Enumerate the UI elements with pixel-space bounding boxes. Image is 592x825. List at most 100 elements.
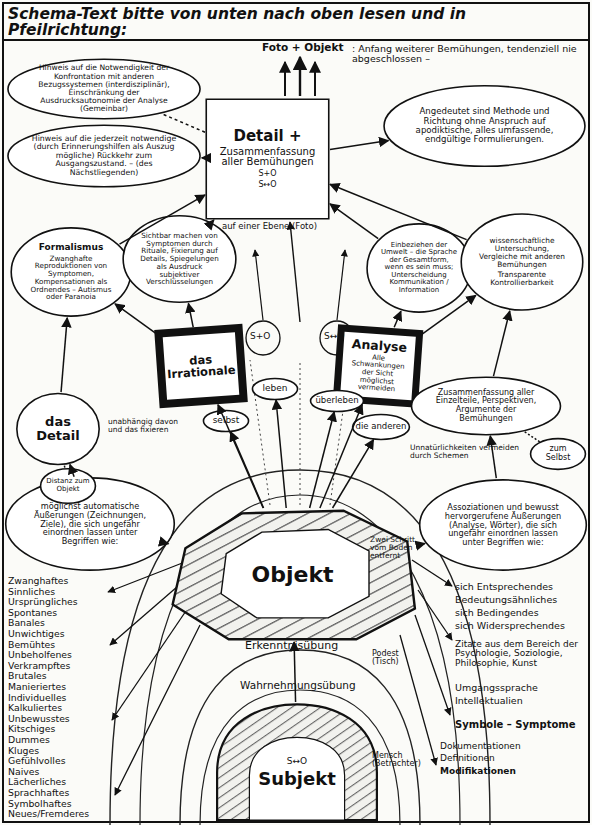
node-text: Transparente Kontrollierbarkeit [475,271,569,287]
node-text: S↔O [258,181,276,190]
node-text: Hinweis auf die Notwendigkeit der Konfro… [28,64,180,113]
term-item: Zwanghaftes [8,576,108,586]
term-item: Zitate aus dem Bereich der Psychologie, … [455,640,585,668]
oval-outline [412,377,561,435]
term-item: Neues/Fremderes [8,809,108,819]
oval-outline [420,480,587,570]
word-oval: zum Selbst [530,438,586,470]
term-item: Dummes [8,735,108,745]
note-label: Podest (Tisch) [372,650,420,667]
object-outline [173,511,415,640]
oval-outline [8,125,200,186]
term-item: Kluges [8,746,108,756]
note-label: auf einer Ebene (Foto) [222,222,332,231]
term-item: Gefühlvolles [8,756,108,766]
note-oval: Hinweis auf die Notwendigkeit der Konfro… [6,58,202,120]
term-item: Intellektualien [455,696,585,706]
oval-outline [8,59,200,119]
field-arc [180,650,420,825]
word-oval: überleben [310,390,364,412]
node-text: S+O [258,170,276,179]
oval-outline [252,378,297,399]
term-item: Umgangssprache [455,683,585,693]
up-arrow [255,250,263,320]
subject-shape: S↔OSubjekt [212,702,382,820]
term-item: Kitschiges [8,724,108,734]
oval-outline [531,439,586,470]
node-text: Objekt [251,563,333,587]
node-text: überleben [315,396,358,405]
term-item: Bemühtes [8,640,108,650]
flow-arrow [212,220,214,222]
summary-box: Detail +Zusammenfassung aller Bemühungen… [205,98,330,220]
leader-arrow [400,635,436,765]
term-item: Dokumentationen [440,742,580,751]
concept-box: das Irrationale [158,327,245,405]
note-oval: Einbeziehen der Umwelt – die Sprache der… [366,222,472,314]
up-arrow [290,222,300,322]
flow-arrow [490,436,496,478]
oval-outline [461,214,583,310]
oval-outline [123,216,236,302]
node-text: möglichst automatische Äußerungen (Zeich… [24,502,156,546]
node-text: Zwanghafte Reproduktionen von Symptomen,… [24,255,118,302]
box-outline [158,328,243,404]
flow-arrow [493,311,509,376]
term-item: Bedeutungsähnliches [455,595,585,605]
term-item: Symbole – Symptome [455,720,585,731]
leader-arrow [415,615,450,715]
note-label: Unnatürlichkeiten vermeiden durch Scheme… [410,444,528,460]
up-arrow [299,57,301,96]
term-item: Banales [8,618,108,628]
flow-arrow [333,440,374,508]
term-item: Ursprüngliches [8,597,108,607]
leader-arrow [112,605,190,720]
leader-arrow [418,590,452,640]
term-item: Verkrampftes [8,661,108,671]
note-oval: Angedeutet sind Methode und Richtung ohn… [382,84,587,168]
term-item: Lächerliches [8,777,108,787]
word-oval: die anderen [352,414,410,440]
term-item: Definitionen [440,754,580,763]
oval-outline [353,415,410,440]
object-core [221,529,369,617]
node-text: Formalismus [39,243,104,253]
oval-outline [41,469,96,504]
node-text: Distanz zum Objekt [46,478,90,493]
object-shape: Objekt [165,508,420,642]
node-text: Subjekt [258,769,336,788]
term-item: Unwichtiges [8,629,108,639]
note-label: Wahrnehmungsübung [240,680,360,691]
title-rule [3,39,589,41]
subject-core [249,737,344,820]
concept-circle: das Detail [16,392,100,466]
term-item: Manieriertes [8,682,108,692]
flow-arrow [231,432,264,508]
flow-arrow [310,412,335,508]
oval-outline [384,86,585,167]
node-text: Einbeziehen der Umwelt – die Sprache der… [379,242,459,295]
term-item: Unbeholfenes [8,650,108,660]
dotted-ray [300,360,301,505]
note-oval: Hinweis auf die jederzeit notwendige (du… [6,124,202,188]
leader-arrow [412,560,452,586]
diagram-title: Schema-Text bitte von unten nach oben le… [8,6,586,39]
node-text: Zusammenfassung aller Einzelteile, Persp… [430,389,542,424]
node-text: leben [263,384,288,394]
term-item: Brutales [8,671,108,681]
note-oval: Zusammenfassung aller Einzelteile, Persp… [410,376,562,436]
note-oval: FormalismusZwanghafte Reproduktionen von… [10,226,132,318]
box-outline [206,99,329,219]
flow-arrow [162,114,205,132]
word-oval: selbst [203,410,249,432]
note-label: : Anfang weiterer Bemühungen, tendenziel… [352,44,584,64]
note-label: Mensch (Betrachter) [372,752,428,769]
up-arrow [337,250,345,320]
node-text: die anderen [356,422,407,431]
note-label: Erkenntnisübung [245,640,355,652]
note-label: Foto + Objekt [262,42,352,53]
flow-arrow [115,304,158,335]
node-text: selbst [213,416,240,426]
oval-outline [203,410,248,431]
